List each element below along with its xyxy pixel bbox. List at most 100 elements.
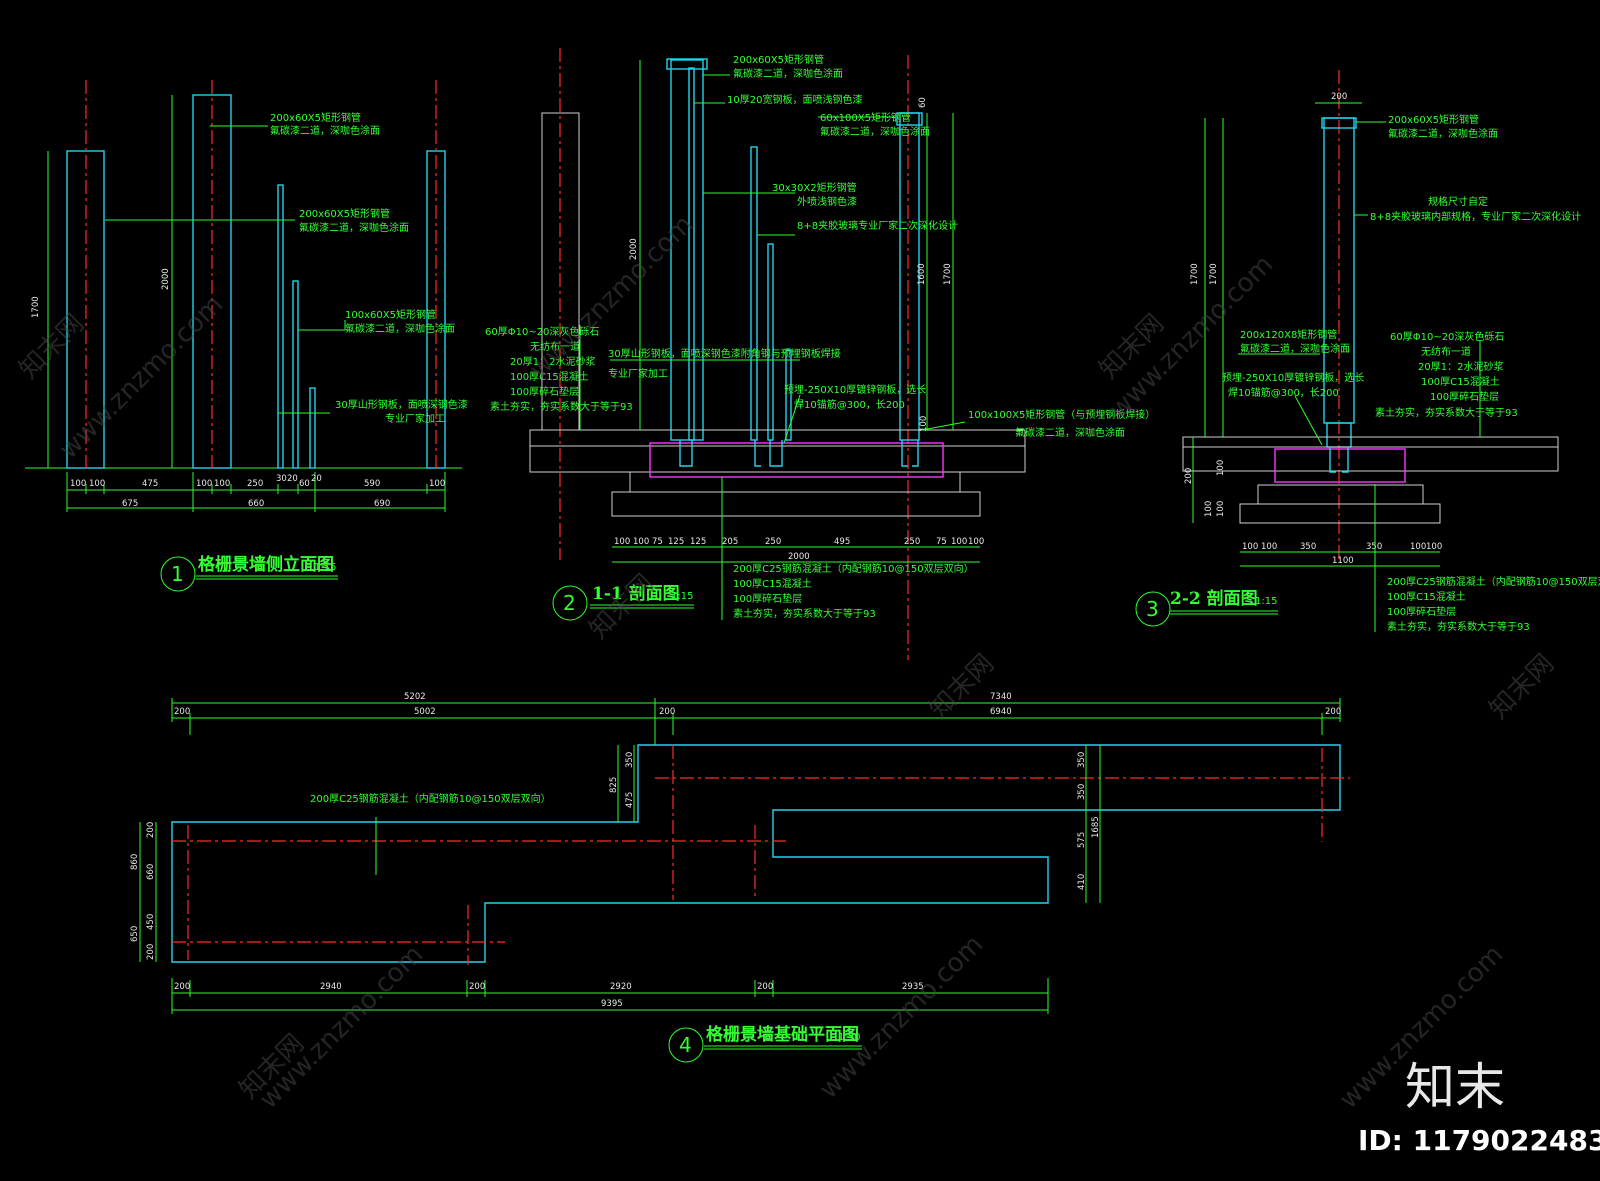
note: 60x100X5矩形钢管: [820, 111, 911, 124]
note-plate: 焊10锚筋@300，长200: [1228, 386, 1339, 399]
leader: [921, 421, 966, 431]
bottom-note: 100厚碎石垫层: [1387, 605, 1456, 618]
c15-layer: [1257, 484, 1424, 505]
note-1a: 200x60X5矩形钢管: [270, 111, 361, 124]
bottom-note: 素土夯实，夯实系数大于等于93: [733, 607, 876, 620]
rc-footing: [1274, 448, 1406, 483]
dim: 250: [247, 479, 263, 489]
dim: 100: [968, 537, 984, 547]
fin-a: [750, 146, 758, 441]
dim: 100: [70, 479, 86, 489]
note: 氟碳漆二道，深咖色涂面: [733, 67, 843, 80]
view-scale: 1:15: [671, 591, 693, 602]
dim: 100: [196, 479, 212, 489]
view-3-section: 200 1700 1700 200 100 100 100 200x60X5矩形…: [1135, 70, 1600, 633]
dim: 20: [311, 474, 322, 484]
fin-c: [785, 349, 792, 441]
dim: 100: [1242, 542, 1258, 552]
anchor-bars: [1329, 447, 1349, 473]
dim: 5202: [404, 692, 426, 702]
dim: 250: [904, 537, 920, 547]
dim: 475: [142, 479, 158, 489]
dim: 100: [1261, 542, 1277, 552]
layer-note: 20厚1：2水泥砂浆: [1418, 360, 1503, 373]
dim: 100: [89, 479, 105, 489]
bottom-note: 100厚C15混凝土: [1387, 590, 1466, 603]
dim: 7340: [990, 692, 1012, 702]
note-plate: 预埋-250X10厚镀锌钢板，选长: [1222, 371, 1364, 384]
note-3b: 氟碳漆二道，深咖色涂面: [345, 322, 455, 335]
dim: 75: [652, 537, 663, 547]
leader: [783, 394, 801, 444]
vdim-1700: 1700: [31, 296, 41, 318]
view-number: 4: [679, 1033, 692, 1057]
bottom-note: 100厚碎石垫层: [733, 592, 802, 605]
note: 规格尺寸自定: [1428, 195, 1488, 208]
fin-1: [277, 184, 284, 469]
vdim: 1685: [1091, 816, 1101, 838]
vdim-100: 100: [919, 416, 929, 432]
leader: [1294, 395, 1323, 446]
vdim: 1700: [1190, 263, 1200, 285]
dim: 2935: [902, 982, 924, 992]
dim: 690: [374, 499, 390, 509]
fin-b: [767, 243, 774, 441]
dim: 100: [214, 479, 230, 489]
note: 200x60X5矩形钢管: [733, 53, 824, 66]
layer-note: 100厚C15混凝土: [1421, 375, 1500, 388]
dim: 100: [633, 537, 649, 547]
view-4-plan: 5202 7340 200 5002 200 6940 200 200厚C25钢…: [130, 692, 1350, 1063]
dim: 350: [1366, 542, 1382, 552]
note-2a: 200x60X5矩形钢管: [299, 207, 390, 220]
vdim-small: 100: [1216, 501, 1226, 517]
dim: 60: [299, 479, 310, 489]
dim-ticks: [171, 698, 1341, 745]
vdim: 350: [1077, 784, 1087, 800]
anchor-bars: [679, 440, 919, 467]
view-scale: 1:15: [1255, 596, 1277, 607]
note-1b: 氟碳漆二道，深咖色涂面: [270, 124, 380, 137]
glass-post-cap: [896, 112, 923, 126]
note-plate: 焊10锚筋@300，长200: [794, 398, 905, 411]
view-2-section: 2000 1600 1700 60 100 200x60X5矩形钢管 氟碳漆二道…: [485, 48, 1155, 660]
note-mid: 30厚山形钢板，面喷深钢色漆附角钢与预埋钢板焊接: [608, 347, 841, 360]
fin-2: [292, 280, 299, 469]
view-number-circle: [160, 556, 196, 592]
dim: 200: [659, 707, 675, 717]
note-tube: 氟碳漆二道，深咖色涂面: [1240, 342, 1350, 355]
watermark-text: 知末网: [1484, 649, 1560, 725]
vdim: 825: [609, 777, 619, 793]
dim: 100: [1426, 542, 1442, 552]
bottom-note: 200厚C25钢筋混凝土（内配钢筋10@150双层双向）: [733, 562, 974, 575]
view-number-circle: [668, 1027, 704, 1063]
vdim-small: 100: [1216, 460, 1226, 476]
dim: 250: [765, 537, 781, 547]
view-1-elevation: 1700 2000 200x60X5矩形钢管 氟碳漆二道，深咖色涂面 200x6…: [25, 80, 468, 592]
dim: 100: [951, 537, 967, 547]
vdim-1700: 1700: [943, 263, 953, 285]
bottom-note: 200厚C25钢筋混凝土（内配钢筋10@150双层双向）: [1387, 575, 1600, 588]
vdim-2000: 2000: [161, 268, 171, 290]
layer-note: 素土夯实，夯实系数大于等于93: [1375, 406, 1518, 419]
note-mid: 专业厂家加工: [608, 367, 668, 380]
dim: 100: [614, 537, 630, 547]
vdim: 660: [146, 864, 156, 880]
dim: 125: [668, 537, 684, 547]
dim: 100: [429, 479, 445, 489]
dim: 350: [1300, 542, 1316, 552]
note-right: 100x100X5矩形钢管（与预埋钢板焊接）: [968, 408, 1155, 421]
vdim: 860: [130, 854, 140, 870]
view-title: 格栅景墙基础平面图: [706, 1024, 859, 1045]
bottom-note: 100厚C15混凝土: [733, 577, 812, 590]
dim: 75: [936, 537, 947, 547]
dim: 205: [722, 537, 738, 547]
dim: 20: [287, 474, 298, 484]
fin-3: [309, 387, 316, 469]
view-number-circle: [1135, 591, 1171, 627]
note-right: 氟碳漆二道，深咖色涂面: [1015, 426, 1125, 439]
dim: 200: [757, 982, 773, 992]
dim: 30: [276, 474, 287, 484]
dim: 495: [834, 537, 850, 547]
watermark-text: 知末网: [584, 569, 660, 645]
dim: 200: [1325, 707, 1341, 717]
